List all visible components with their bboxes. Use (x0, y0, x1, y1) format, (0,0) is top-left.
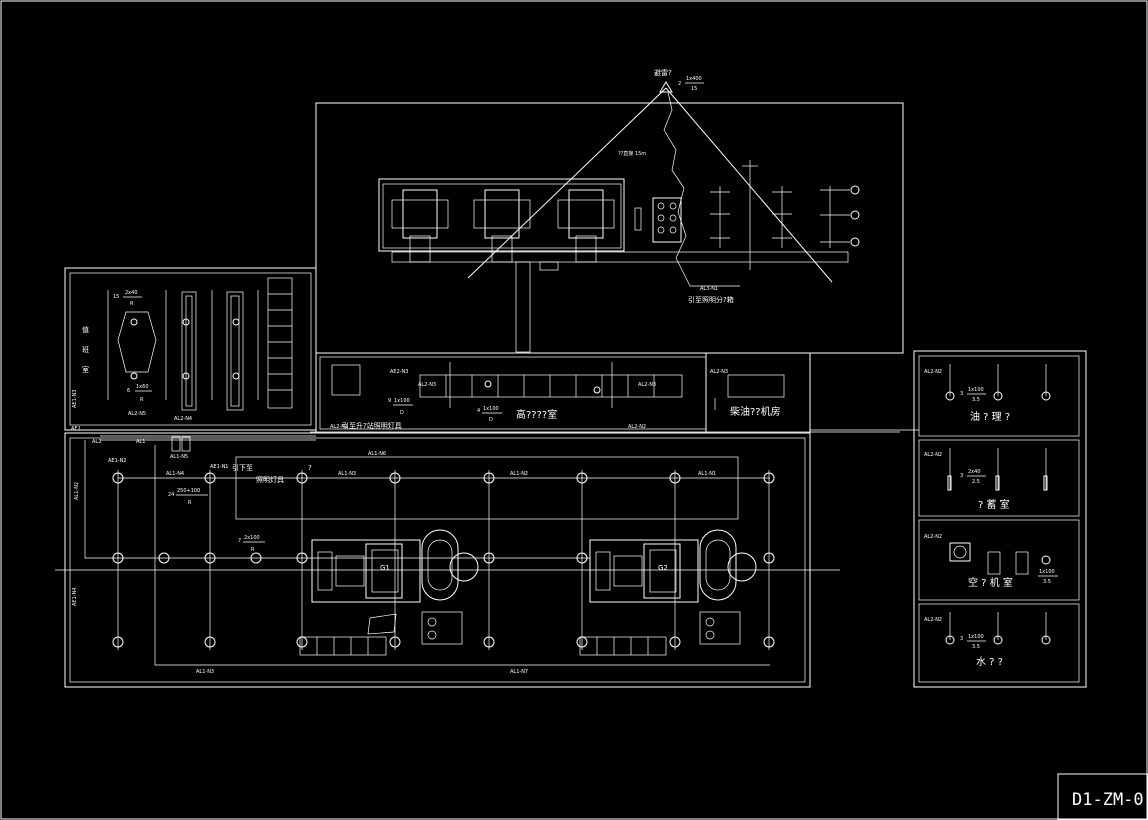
spec-qty-room-left-a: 15 (113, 294, 119, 300)
circuit-ae1: AE1 (71, 426, 81, 432)
circuit-al1-n7: AL1-N7 (510, 669, 528, 675)
circuit-right-n2a: AL2-N2 (924, 369, 942, 375)
spec-hv-a: 1x100 (394, 398, 410, 404)
transformer-2 (473, 189, 531, 263)
duty-room-char-1: 值 (82, 325, 89, 334)
spec-mount-room-left-a: R (130, 301, 134, 307)
spec-qty-battery: 3 (960, 473, 963, 479)
spec-qty-hall-b: 7 (238, 538, 241, 544)
generator-g2 (579, 529, 757, 656)
battery-room-label: ? 蓄 室 (978, 498, 1010, 511)
spec-qty-water: 3 (960, 636, 963, 642)
spec-hall-b: 2x100 (244, 535, 260, 541)
spec-mount-room-left-b: R (140, 397, 144, 403)
generator-hall (55, 431, 900, 688)
circuit-al2-n5: AL2-N5 (128, 411, 146, 417)
spec-room-left-a: 2x40 (125, 290, 138, 296)
spec-qty-room-left-b: 6 (127, 388, 130, 394)
spec-hall-a: 250+100 (177, 488, 200, 494)
top-building (315, 81, 904, 354)
duty-room-char-3: 室 (82, 365, 89, 374)
circuit-al1-n6: AL1-N6 (368, 451, 386, 457)
hall-lights (112, 472, 775, 648)
circuit-al1-n2-vert: AL1-N2 (74, 482, 80, 500)
generator-g1 (299, 529, 479, 656)
spec-mount-air: 3.5 (1043, 579, 1051, 585)
spec-air: 1x100 (1039, 569, 1055, 575)
down-light-note-1: 引下至 (232, 463, 253, 472)
spec-qty-hv-b: 4 (477, 408, 480, 414)
circuit-al2-n3-c: AL2-N3 (710, 369, 728, 375)
circuit-al1-n8: AL1-N3 (196, 669, 214, 675)
circuit-right-n2b: AL2-N2 (924, 452, 942, 458)
rod-note: ??直接 15m (618, 150, 646, 157)
circuit-right-n2d: AL2-N2 (924, 617, 942, 623)
circuit-al2-n4: AL2-N4 (174, 416, 192, 422)
spec-oil: 1x100 (968, 387, 984, 393)
spec-mount-hall-a: R (188, 500, 192, 506)
generator-1-label: G1 (380, 564, 390, 572)
spec-water: 1x100 (968, 634, 984, 640)
circuit-ae1-n1: AE1-N1 (210, 464, 229, 470)
hv-room-label: 高????室 (516, 408, 557, 421)
spec-qty-hall-a: 24 (168, 492, 174, 498)
drawing-number: D1-ZM-0 (1072, 790, 1144, 810)
duty-room-char-2: 班 (82, 345, 89, 354)
spec-qty-oil: 3 (960, 391, 963, 397)
circuit-al1-n2: AL1-N2 (510, 471, 528, 477)
spec-room-left-b: 1x60 (136, 384, 149, 390)
spec-mount-battery: 2.5 (972, 479, 980, 485)
distribution-circuit: AL3-N1 (700, 286, 718, 292)
switch-cabinet (652, 197, 682, 243)
spec-mount-oil: 3.5 (972, 397, 980, 403)
circuit-al1: AL1 (136, 439, 145, 445)
stair-light-note: 引至升?站照明灯具 (342, 421, 402, 430)
generator-2-label: G2 (658, 564, 668, 572)
circuit-al2-n1: AL2-N1 (330, 424, 348, 430)
circuit-al2-n3-b: AL2-N3 (638, 382, 656, 388)
circuit-al2-n2: AL2-N2 (628, 424, 646, 430)
lightning-qty: 2 (678, 81, 681, 87)
duty-room (64, 267, 317, 431)
circuit-al1-n4: AL1-N4 (166, 471, 184, 477)
spec-mount-hv-b: D (489, 417, 493, 423)
lightning-height: 15 (691, 86, 697, 92)
circuit-ae1-n4: AE1-N4 (72, 588, 78, 607)
air-room-label: 空 ? 机 室 (968, 576, 1013, 589)
title-block (1057, 773, 1148, 820)
spec-mount-water: 3.5 (972, 644, 980, 650)
distribution-note: 引至照明分?箱 (688, 295, 734, 304)
hv-room (315, 352, 811, 434)
circuit-ae1-n3: AE1-N3 (72, 390, 78, 409)
circuit-al1-n5: AL1-N5 (170, 454, 188, 460)
water-room-label: 水 ? ? (976, 656, 1003, 668)
circuit-ae1-n2: AE1-N2 (108, 458, 127, 464)
oil-room-label: 油 ? 理 ? (970, 410, 1010, 423)
down-light-note-2: 照明灯具 (256, 475, 284, 484)
spec-battery: 2x40 (968, 469, 981, 475)
circuit-al1-n1: AL1-N1 (698, 471, 716, 477)
transformer-3 (557, 189, 615, 263)
right-annex (810, 350, 1087, 688)
circuit-al2: AL2 (92, 439, 101, 445)
circuit-al1-n3: AL1-N3 (338, 471, 356, 477)
circuit-al2-n3: AL2-N3 (418, 382, 436, 388)
spec-mount-hv-a: D (400, 410, 404, 416)
question-mark: ? (308, 464, 312, 472)
spec-hv-b: 1x100 (483, 406, 499, 412)
lightning-spec: 1x400 (686, 76, 702, 82)
spec-mount-hall-b: R (251, 547, 255, 553)
diesel-room-label: 柴油??机房 (730, 405, 781, 418)
lightning-rod (467, 81, 833, 283)
circuit-right-n2c: AL2-N2 (924, 534, 942, 540)
lightning-title: 避雷? (654, 68, 672, 77)
circuit-ae2-n3: AE2-N3 (390, 369, 409, 375)
spec-qty-hv-a: 9 (388, 398, 391, 404)
